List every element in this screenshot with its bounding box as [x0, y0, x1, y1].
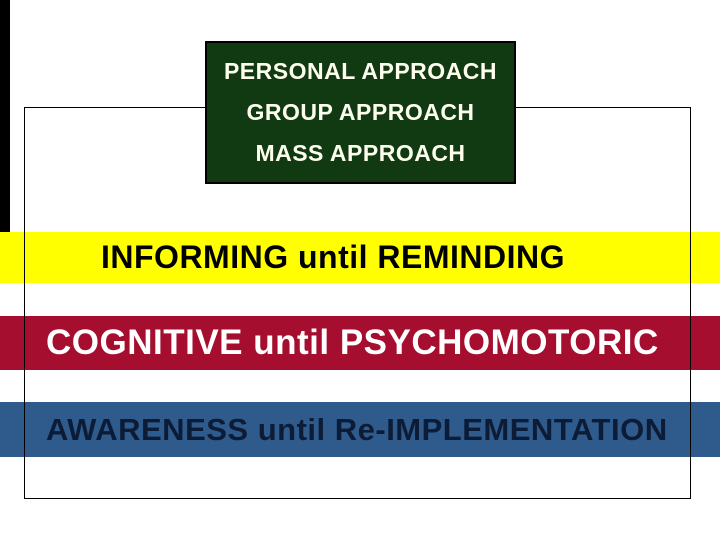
approach-item-group: GROUP APPROACH [246, 99, 475, 125]
band-cognitive-label: COGNITIVE until PSYCHOMOTORIC [46, 323, 659, 362]
band-informing-label: INFORMING until REMINDING [101, 239, 566, 275]
approach-list-box: PERSONAL APPROACH GROUP APPROACH MASS AP… [205, 41, 516, 184]
band-cognitive: COGNITIVE until PSYCHOMOTORIC [0, 316, 720, 370]
band-awareness: AWARENESS until Re-IMPLEMENTATION [0, 402, 720, 457]
band-informing: INFORMING until REMINDING [0, 232, 720, 283]
band-awareness-label: AWARENESS until Re-IMPLEMENTATION [46, 411, 668, 447]
approach-item-mass: MASS APPROACH [255, 140, 466, 166]
left-edge-stripe [0, 0, 10, 232]
approach-item-personal: PERSONAL APPROACH [223, 58, 498, 84]
